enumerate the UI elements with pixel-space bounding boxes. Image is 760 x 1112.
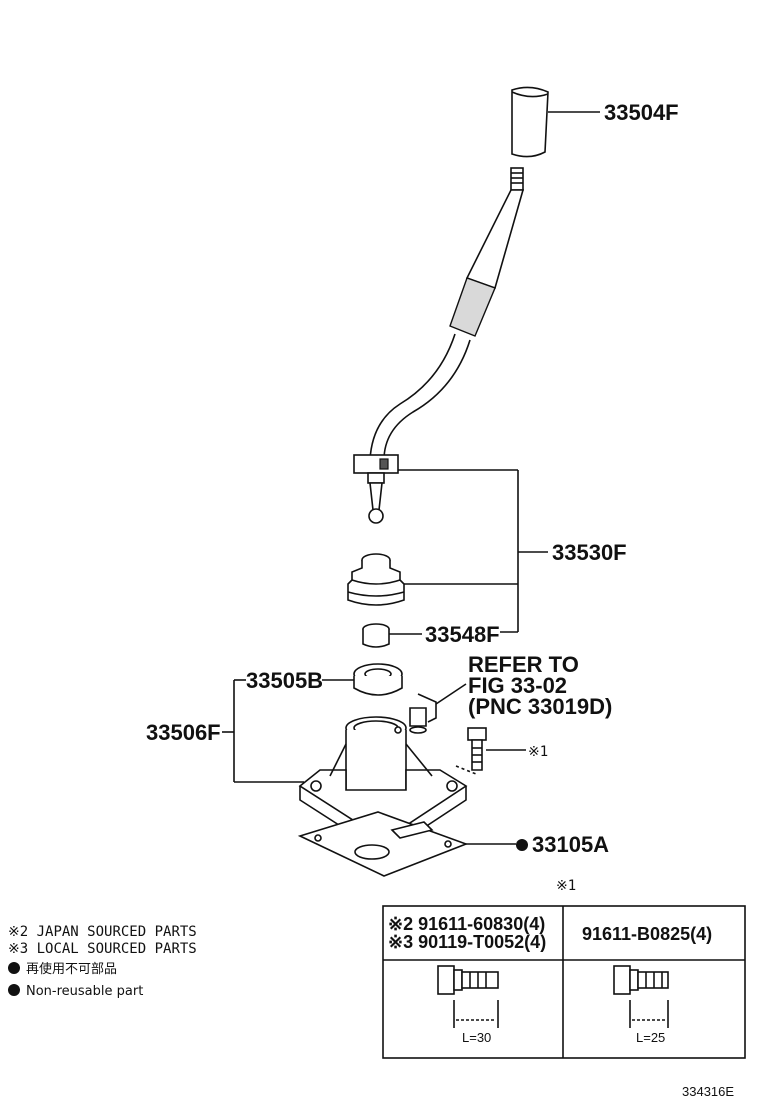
label-33506F: 33506F bbox=[146, 720, 221, 745]
figure-id: 334316E bbox=[682, 1084, 734, 1099]
retainer-bracket bbox=[222, 679, 304, 783]
non-reusable-dot-jp bbox=[8, 962, 20, 974]
shift-lever bbox=[353, 167, 525, 524]
shift-knob bbox=[511, 86, 549, 158]
retainer-housing bbox=[298, 716, 468, 855]
bolt-table bbox=[382, 905, 746, 1059]
note-nonreusable-en: Non-reusable part bbox=[26, 984, 143, 999]
note-nonreusable-jp: 再使用不可部品 bbox=[26, 961, 117, 977]
label-33548F: 33548F bbox=[425, 622, 500, 647]
reference-line-1: REFER TO bbox=[468, 652, 579, 677]
table-partno-japan: ※2 91611-60830(4) bbox=[388, 914, 545, 934]
bolt-drawing-right bbox=[613, 965, 669, 1028]
label-33505B: 33505B bbox=[246, 668, 323, 693]
non-reusable-mark bbox=[516, 839, 528, 851]
label-33504F: 33504F bbox=[604, 100, 679, 125]
bolt-drawing-left bbox=[437, 965, 499, 1028]
reference-line-2: FIG 33-02 bbox=[468, 673, 567, 698]
table-partno-right: 91611-B0825(4) bbox=[582, 924, 712, 944]
leader-reference bbox=[435, 683, 467, 705]
lever-group-bracket bbox=[398, 469, 548, 633]
table-header-mark: ※1 bbox=[556, 878, 576, 894]
shift-boot bbox=[347, 553, 405, 606]
non-reusable-dot-en bbox=[8, 984, 20, 996]
breather-pipe bbox=[409, 693, 437, 734]
table-partno-local: ※3 90119-T0052(4) bbox=[388, 932, 546, 952]
reference-line-3: (PNC 33019D) bbox=[468, 694, 612, 719]
bolt-length-left: L=30 bbox=[462, 1030, 491, 1045]
lever-seat bbox=[353, 663, 403, 696]
gasket bbox=[297, 811, 469, 877]
label-33530F: 33530F bbox=[552, 540, 627, 565]
note-japan-sourced: ※2 JAPAN SOURCED PARTS bbox=[8, 924, 197, 940]
note-local-sourced: ※3 LOCAL SOURCED PARTS bbox=[8, 941, 197, 957]
bolt bbox=[455, 727, 487, 775]
bolt-callout: ※1 bbox=[528, 744, 548, 760]
bushing bbox=[362, 623, 390, 648]
bolt-length-right: L=25 bbox=[636, 1030, 665, 1045]
label-33105A: 33105A bbox=[532, 832, 609, 857]
